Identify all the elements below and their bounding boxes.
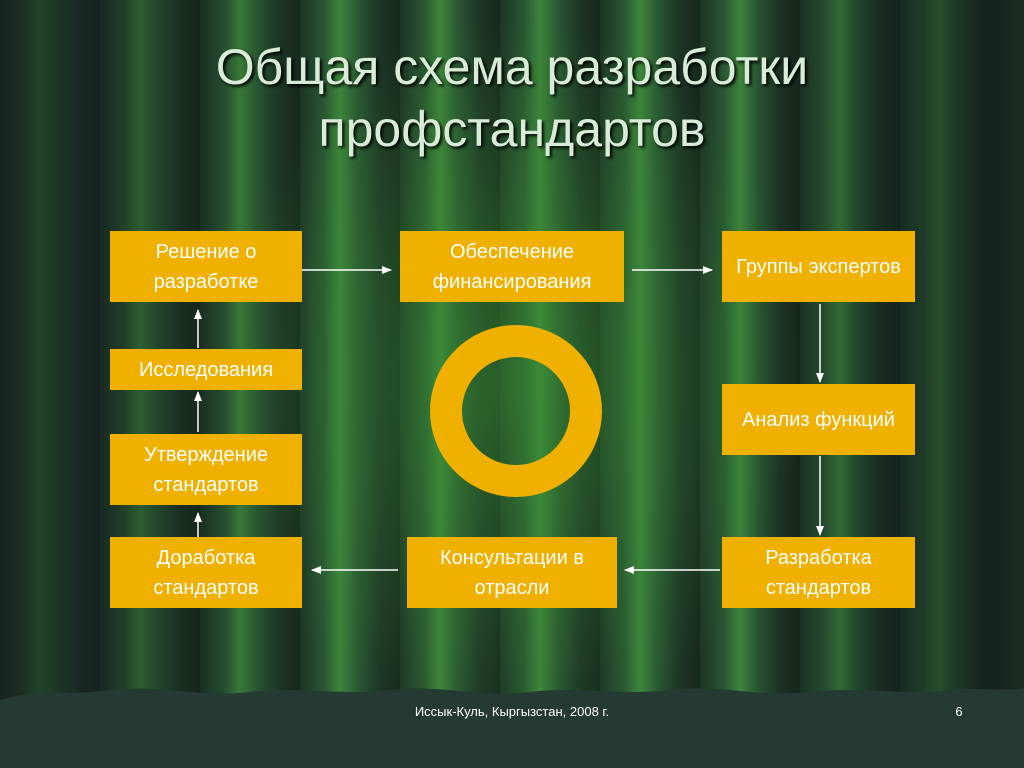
box-analysis: Анализ функций (722, 384, 915, 455)
box-approval: Утверждение стандартов (110, 434, 302, 505)
box-decision: Решение о разработке (110, 231, 302, 302)
box-financing: Обеспечение финансирования (400, 231, 624, 302)
box-development: Разработка стандартов (722, 537, 915, 608)
page-title: Общая схема разработки профстандартов (0, 36, 1024, 160)
box-consultation: Консультации в отрасли (407, 537, 617, 608)
title-line-2: профстандартов (318, 101, 706, 157)
box-experts: Группы экспертов (722, 231, 915, 302)
page-number: 6 (955, 704, 963, 719)
cycle-ring (430, 325, 602, 497)
title-line-1: Общая схема разработки (215, 39, 809, 95)
box-refinement: Доработка стандартов (110, 537, 302, 608)
box-research: Исследования (110, 349, 302, 390)
footer-text: Иссык-Куль, Кыргызстан, 2008 г. (414, 704, 610, 719)
